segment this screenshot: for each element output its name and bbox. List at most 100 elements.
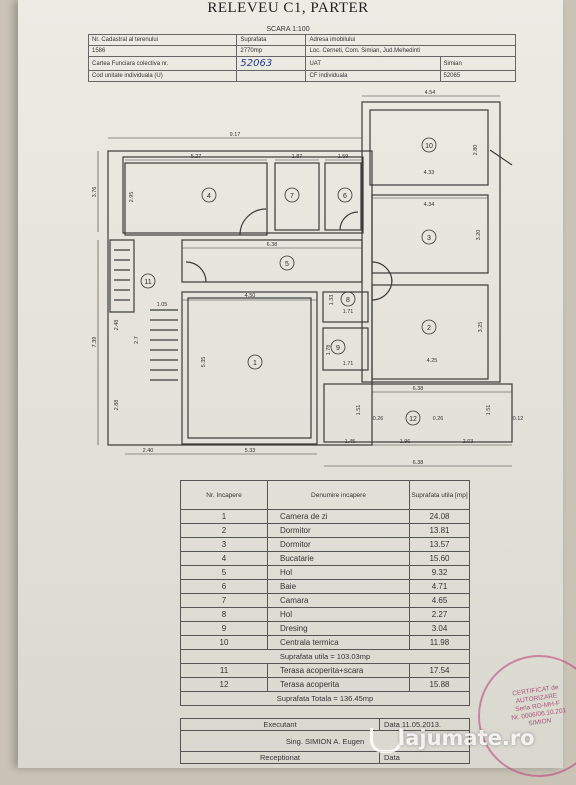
dim-label: 1.59 [338, 154, 349, 160]
dim-label: 4.33 [424, 170, 435, 176]
room-marker-2 [421, 319, 437, 335]
dim-label: 1.51 [486, 405, 492, 416]
room-number: 3 [180, 537, 268, 552]
room-name: Camera de zi [267, 509, 410, 524]
door-arc [239, 208, 267, 236]
executant-label: Executant [180, 718, 380, 731]
room-1-inner [187, 297, 312, 439]
dim-label: 9.17 [230, 132, 241, 138]
room-5-walls [181, 239, 363, 283]
dim-label: 4.50 [245, 293, 256, 299]
room-marker-1 [247, 354, 263, 370]
room-area: 4.71 [409, 579, 470, 594]
dim-label: 1.33 [329, 295, 335, 306]
room-number: 11 [180, 663, 268, 678]
dim-label: 3.20 [476, 230, 482, 241]
room-number: 7 [180, 593, 268, 608]
wall-band [122, 156, 364, 234]
info-cell: 52065 [439, 70, 516, 82]
room-marker-4 [201, 187, 217, 203]
room-name: Hol [267, 607, 410, 622]
room-area: 4.65 [409, 593, 470, 608]
room-label: 5 [285, 261, 289, 268]
room-label: 2 [427, 325, 431, 332]
room-marker-9 [330, 339, 346, 355]
dim-label: 5.35 [201, 357, 207, 368]
info-cell: Cod unitate individuala (U) [87, 70, 238, 82]
room-marker-8 [340, 291, 356, 307]
room-name: Centrala termica [267, 635, 410, 650]
room-name: Hol [267, 565, 410, 580]
room-name: Terasa acoperita [267, 677, 410, 692]
room-4-walls [124, 162, 268, 236]
dim-label: 1.78 [326, 345, 332, 356]
room-label: 12 [409, 416, 417, 423]
room-area: 24.08 [409, 509, 470, 524]
room-label: 9 [336, 345, 340, 352]
dim-label: 2.88 [114, 400, 120, 411]
receptionat-date: Data [379, 751, 470, 764]
room-3-walls [371, 194, 489, 274]
room-11-walls [109, 239, 135, 313]
room-marker-3 [421, 229, 437, 245]
room-label: 3 [427, 235, 431, 242]
room-label: 6 [343, 193, 347, 200]
room-name: Dresing [267, 621, 410, 636]
room-number: 12 [180, 677, 268, 692]
dim-label: 7.39 [92, 337, 98, 348]
stairs-steps [150, 309, 178, 381]
watermark-text: lajumate.ro [398, 726, 535, 750]
room-label: 7 [290, 193, 294, 200]
room-6-walls [324, 162, 362, 231]
room-name: Dormitor [267, 537, 410, 552]
dim-label: 5.33 [245, 448, 256, 454]
room-10-walls [369, 109, 489, 186]
room-12-walls [323, 383, 513, 443]
room-marker-11 [140, 273, 156, 289]
room-marker-5 [279, 255, 295, 271]
room-area: 9.32 [409, 565, 470, 580]
room-area: 11.98 [409, 635, 470, 650]
rooms-header-area: Suprafata utila [mp] [409, 480, 470, 510]
room-number: 9 [180, 621, 268, 636]
dim-label: 3.25 [478, 322, 484, 333]
dim-label: 6.38 [413, 386, 424, 392]
dim-label: 1.71 [343, 309, 354, 315]
dim-label: 1.45 [345, 439, 356, 445]
room-name: Terasa acoperita+scara [267, 663, 410, 678]
room-label: 1 [253, 360, 257, 367]
room-marker-12 [405, 410, 421, 426]
dim-label: 2.80 [473, 145, 479, 156]
door-arc [371, 261, 393, 283]
dim-label: 5.27 [191, 154, 202, 160]
room-number: 8 [180, 607, 268, 622]
room-number: 10 [180, 635, 268, 650]
door-arc [339, 211, 359, 231]
dim-label: 2.48 [114, 320, 120, 331]
door-leaf [489, 149, 513, 166]
room-label: 10 [425, 143, 433, 150]
dim-label: 1.87 [292, 154, 303, 160]
room-area: 13.81 [409, 523, 470, 538]
room-marker-6 [337, 187, 353, 203]
rooms-header-name: Denumire incapere [267, 480, 410, 510]
info-cell: CF individuala [305, 70, 441, 82]
info-table: Nr. Cadastral al terenului Suprafata Adr… [87, 34, 516, 82]
dim-label: 3.76 [92, 187, 98, 198]
dim-label: 4.34 [424, 202, 435, 208]
room-number: 4 [180, 551, 268, 566]
dim-label: 2.03 [463, 439, 474, 445]
room-1-walls [181, 291, 318, 445]
dim-label: 4.54 [425, 90, 436, 96]
door-arc [371, 279, 393, 301]
room-name: Bucatarie [267, 551, 410, 566]
rooms-header-num: Nr. Incapere [180, 480, 268, 510]
watermark-logo-icon [370, 728, 402, 753]
dim-label: 2.40 [143, 448, 154, 454]
door-arc [185, 261, 207, 283]
